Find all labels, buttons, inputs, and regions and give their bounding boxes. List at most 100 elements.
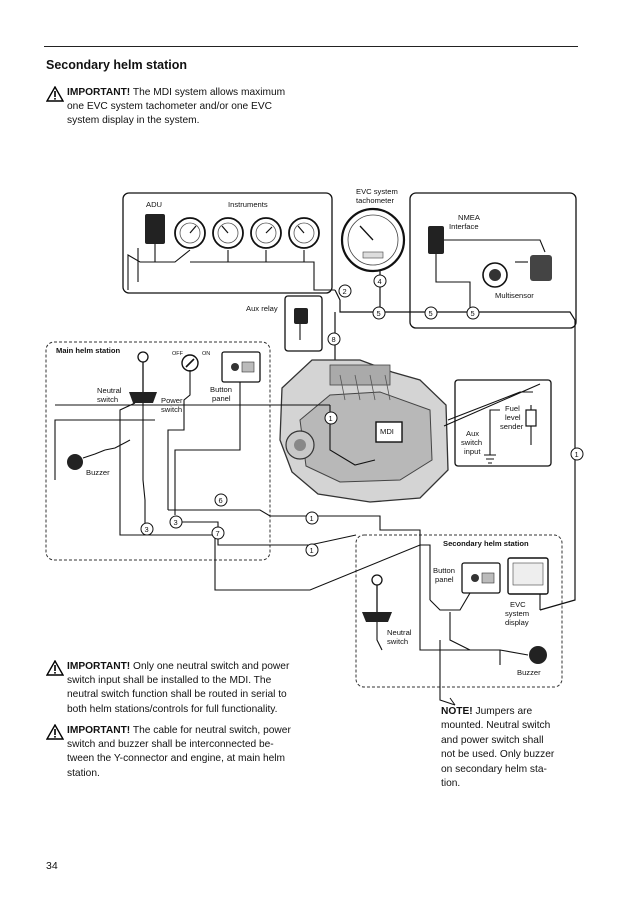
secondary-neutral-switch <box>362 574 392 622</box>
callout-5a: 5 <box>377 309 381 318</box>
label-main-helm: Main helm station <box>56 346 120 355</box>
note-line-4: not be used. Only buzzer <box>441 749 555 761</box>
label-aux-input-3: input <box>464 447 481 456</box>
important-note-3: IMPORTANT! The cable for neutral switch,… <box>46 724 316 784</box>
callout-5c: 5 <box>471 309 475 318</box>
evc-system-display <box>507 557 549 595</box>
callout-8: 8 <box>332 335 336 344</box>
label-buzzer: Buzzer <box>86 468 110 477</box>
nmea-interface-unit <box>428 226 444 254</box>
label-neutral-2: switch <box>97 395 118 404</box>
important-3-line-1: The cable for neutral switch, power <box>132 725 291 736</box>
important-label: IMPORTANT! <box>67 87 131 98</box>
callout-7: 7 <box>216 529 220 538</box>
main-buzzer <box>67 449 106 470</box>
important-2-line-3: neutral switch function shall be routed … <box>67 689 287 701</box>
label-evc-display-2: system <box>505 609 529 618</box>
callout-2: 2 <box>343 287 347 296</box>
callout-1a: 1 <box>329 414 333 423</box>
warning-icon <box>46 86 64 102</box>
label-neutral-1: Neutral <box>97 386 122 395</box>
aux-relay-box <box>284 295 323 352</box>
note-line-5: on secondary helm sta- <box>441 763 547 775</box>
note-line-1: Jumpers are <box>475 706 533 717</box>
callout-3b: 3 <box>174 518 178 527</box>
engine-illustration <box>279 359 449 503</box>
important-note-1: IMPORTANT! The MDI system allows maximum… <box>46 86 316 132</box>
evc-tachometer <box>340 207 406 273</box>
callout-6: 6 <box>219 496 223 505</box>
important-3-line-3: tween the Y-connector and engine, at mai… <box>67 753 286 765</box>
label-evc-tach-2: tachometer <box>356 196 394 205</box>
callout-1d: 1 <box>310 546 314 555</box>
callout-3a: 3 <box>145 525 149 534</box>
label-sec-neutral-2: switch <box>387 637 408 646</box>
important-label: IMPORTANT! <box>67 725 131 736</box>
important-3-line-2: switch and buzzer shall be interconnecte… <box>67 739 274 751</box>
label-fuel-3: sender <box>500 422 524 431</box>
note-line-3: and power switch shall <box>441 734 544 746</box>
secondary-helm-box <box>355 534 563 688</box>
label-adu: ADU <box>146 200 162 209</box>
label-mdi: MDI <box>380 427 394 436</box>
label-instruments: Instruments <box>228 200 268 209</box>
label-evc-tach-1: EVC system <box>356 187 398 196</box>
multisensor <box>482 255 552 288</box>
important-3-line-4: station. <box>67 767 100 779</box>
warning-icon <box>46 660 64 676</box>
warning-icon <box>46 724 64 740</box>
label-nmea-2: Interface <box>449 222 479 231</box>
mdi-unit <box>375 421 403 443</box>
aux-relay-unit <box>294 308 308 324</box>
important-1-line-3: system display in the system. <box>67 115 200 127</box>
fuel-level-sender <box>525 409 537 427</box>
important-2-line-2: switch input shall be installed to the M… <box>67 675 272 687</box>
label-off: OFF <box>172 351 184 357</box>
callout-1b: 1 <box>575 450 579 459</box>
label-evc-display-3: display <box>505 618 529 627</box>
callout-5b: 5 <box>429 309 433 318</box>
callout-4: 4 <box>378 277 382 286</box>
label-aux-input-2: switch <box>461 438 482 447</box>
important-1-line-1: The MDI system allows maximum <box>132 87 286 98</box>
important-1-line-2: one EVC system tachometer and/or one EVC <box>67 101 272 113</box>
instruments-box <box>122 192 333 294</box>
label-fuel-1: Fuel <box>505 404 520 413</box>
label-sec-buzzer: Buzzer <box>517 668 541 677</box>
label-evc-display-1: EVC <box>510 600 526 609</box>
fuel-aux-box <box>454 379 552 467</box>
main-button-panel <box>221 351 261 383</box>
note-line-2: mounted. Neutral switch <box>441 720 551 732</box>
note-label: NOTE! <box>441 706 473 717</box>
label-sec-button-1: Button <box>433 566 455 575</box>
label-sec-neutral-1: Neutral <box>387 628 412 637</box>
important-note-2: IMPORTANT! Only one neutral switch and p… <box>46 660 316 720</box>
page-number: 34 <box>46 860 58 872</box>
label-fuel-2: level <box>505 413 521 422</box>
label-power-1: Power <box>161 396 183 405</box>
secondary-button-panel <box>461 562 501 594</box>
top-rule <box>44 46 578 47</box>
label-nmea-1: NMEA <box>458 213 481 222</box>
label-on: ON <box>202 351 210 357</box>
secondary-buzzer <box>529 646 547 664</box>
label-power-2: switch <box>161 405 182 414</box>
secondary-helm-note: NOTE! Jumpers are mounted. Neutral switc… <box>441 705 591 791</box>
callout-1c: 1 <box>310 514 314 523</box>
important-label: IMPORTANT! <box>67 661 131 672</box>
label-button-panel-1: Button <box>210 385 232 394</box>
main-helm-box <box>45 341 271 561</box>
important-2-line-4: both helm stations/controls for full fun… <box>67 703 278 715</box>
label-secondary-helm: Secondary helm station <box>443 539 529 548</box>
note-line-6: tion. <box>441 778 461 790</box>
label-button-panel-2: panel <box>212 394 231 403</box>
label-aux-input-1: Aux <box>466 429 479 438</box>
label-sec-button-2: panel <box>435 575 454 584</box>
important-2-line-1: Only one neutral switch and power <box>133 661 290 672</box>
label-aux-relay: Aux relay <box>246 304 278 313</box>
power-switch <box>181 354 199 372</box>
section-title: Secondary helm station <box>46 58 188 72</box>
nmea-box <box>409 192 577 329</box>
instrument-gauges <box>174 217 320 249</box>
